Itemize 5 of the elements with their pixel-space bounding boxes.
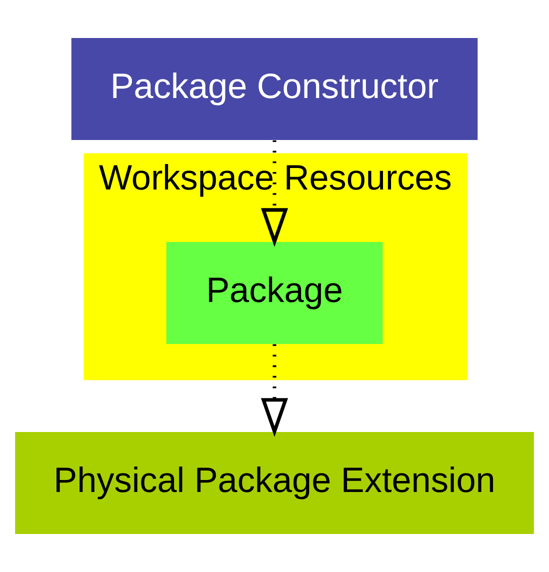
node-box: Package	[166, 242, 383, 344]
node-box: Physical Package Extension	[15, 432, 534, 534]
arrow	[260, 344, 288, 437]
node-box: Package Constructor	[71, 38, 478, 140]
arrow	[260, 140, 288, 247]
